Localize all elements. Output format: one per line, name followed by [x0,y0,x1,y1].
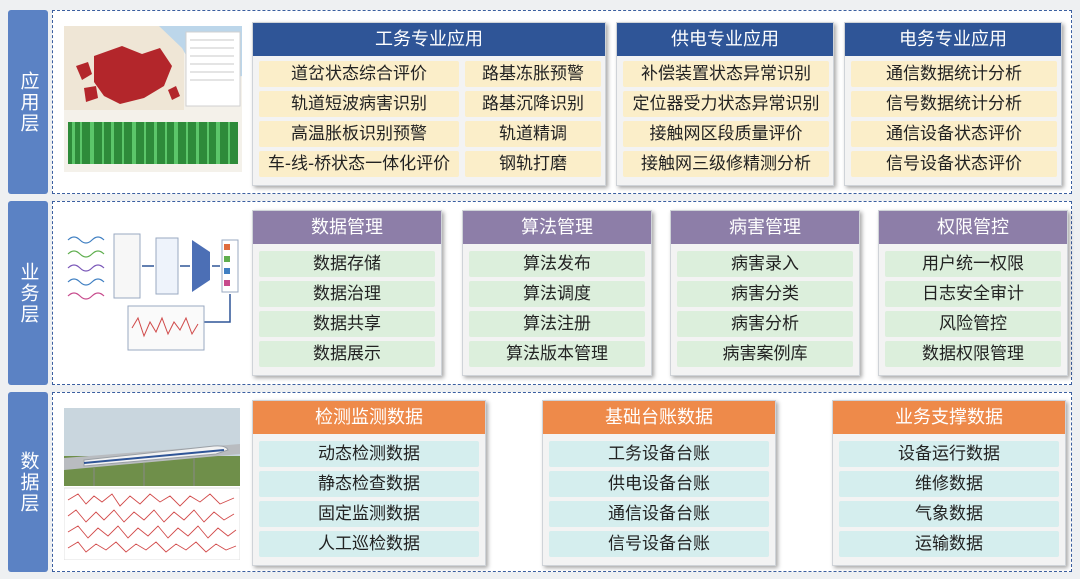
app-item: 路基冻胀预警 [465,61,601,87]
app-item: 接触网区段质量评价 [623,121,829,147]
group-algorithm-management-title: 算法管理 [463,211,651,244]
group-gongwu: 工务专业应用 道岔状态综合评价 路基冻胀预警 轨道短波病害识别 路基沉降识别 高… [252,22,606,186]
biz-item: 病害分析 [677,311,853,337]
app-item: 通信数据统计分析 [851,61,1057,87]
app-item: 补偿装置状态异常识别 [623,61,829,87]
biz-item: 用户统一权限 [885,251,1061,277]
app-item: 轨道短波病害识别 [259,91,459,117]
group-permission-control: 权限管控 用户统一权限 日志安全审计 风险管控 数据权限管理 [878,210,1068,376]
biz-item: 算法发布 [469,251,645,277]
data-item: 设备运行数据 [839,441,1059,467]
app-item: 轨道精调 [465,121,601,147]
biz-item: 数据权限管理 [885,341,1061,367]
biz-item: 数据展示 [259,341,435,367]
biz-item: 病害录入 [677,251,853,277]
data-item: 通信设备台账 [549,501,769,527]
app-item: 信号数据统计分析 [851,91,1057,117]
app-item: 定位器受力状态异常识别 [623,91,829,117]
train-waveform-thumbnail [63,408,241,561]
signal-flow-thumbnail [64,218,242,358]
biz-item: 数据共享 [259,311,435,337]
biz-item: 风险管控 [885,311,1061,337]
biz-item: 病害案例库 [677,341,853,367]
group-business-support-data: 业务支撑数据 设备运行数据 维修数据 气象数据 运输数据 [832,400,1066,566]
group-data-management-title: 数据管理 [253,211,441,244]
data-item: 固定监测数据 [259,501,479,527]
group-gongwu-title: 工务专业应用 [253,23,605,56]
biz-item: 算法注册 [469,311,645,337]
data-item: 运输数据 [839,531,1059,557]
app-item: 钢轨打磨 [465,151,601,177]
group-inspection-monitoring-data-title: 检测监测数据 [253,401,485,434]
group-algorithm-management: 算法管理 算法发布 算法调度 算法注册 算法版本管理 [462,210,652,376]
group-inspection-monitoring-data: 检测监测数据 动态检测数据 静态检查数据 固定监测数据 人工巡检数据 [252,400,486,566]
app-item: 车-线-桥状态一体化评价 [259,151,459,177]
app-item: 高温胀板识别预警 [259,121,459,147]
layer-label-business: 业务层 [8,201,48,385]
group-gongdian-title: 供电专业应用 [617,23,833,56]
app-item: 道岔状态综合评价 [259,61,459,87]
data-item: 动态检测数据 [259,441,479,467]
biz-item: 日志安全审计 [885,281,1061,307]
group-defect-management-title: 病害管理 [671,211,859,244]
app-item: 信号设备状态评价 [851,151,1057,177]
app-item: 接触网三级修精测分析 [623,151,829,177]
group-dianwu: 电务专业应用 通信数据统计分析 信号数据统计分析 通信设备状态评价 信号设备状态… [844,22,1062,186]
biz-item: 病害分类 [677,281,853,307]
group-defect-management: 病害管理 病害录入 病害分类 病害分析 病害案例库 [670,210,860,376]
data-item: 维修数据 [839,471,1059,497]
layer-label-application: 应用层 [8,10,48,194]
data-item: 气象数据 [839,501,1059,527]
layer-label-data: 数据层 [8,392,48,572]
biz-item: 数据治理 [259,281,435,307]
group-gongdian: 供电专业应用 补偿装置状态异常识别 定位器受力状态异常识别 接触网区段质量评价 … [616,22,834,186]
app-item: 通信设备状态评价 [851,121,1057,147]
group-data-management: 数据管理 数据存储 数据治理 数据共享 数据展示 [252,210,442,376]
data-item: 供电设备台账 [549,471,769,497]
data-item: 信号设备台账 [549,531,769,557]
group-ledger-data: 基础台账数据 工务设备台账 供电设备台账 通信设备台账 信号设备台账 [542,400,776,566]
group-business-support-data-title: 业务支撑数据 [833,401,1065,434]
data-item: 工务设备台账 [549,441,769,467]
biz-item: 数据存储 [259,251,435,277]
data-item: 人工巡检数据 [259,531,479,557]
group-ledger-data-title: 基础台账数据 [543,401,775,434]
map-dashboard-thumbnail [64,26,242,172]
biz-item: 算法版本管理 [469,341,645,367]
biz-item: 算法调度 [469,281,645,307]
group-dianwu-title: 电务专业应用 [845,23,1061,56]
data-item: 静态检查数据 [259,471,479,497]
group-permission-control-title: 权限管控 [879,211,1067,244]
app-item: 路基沉降识别 [465,91,601,117]
